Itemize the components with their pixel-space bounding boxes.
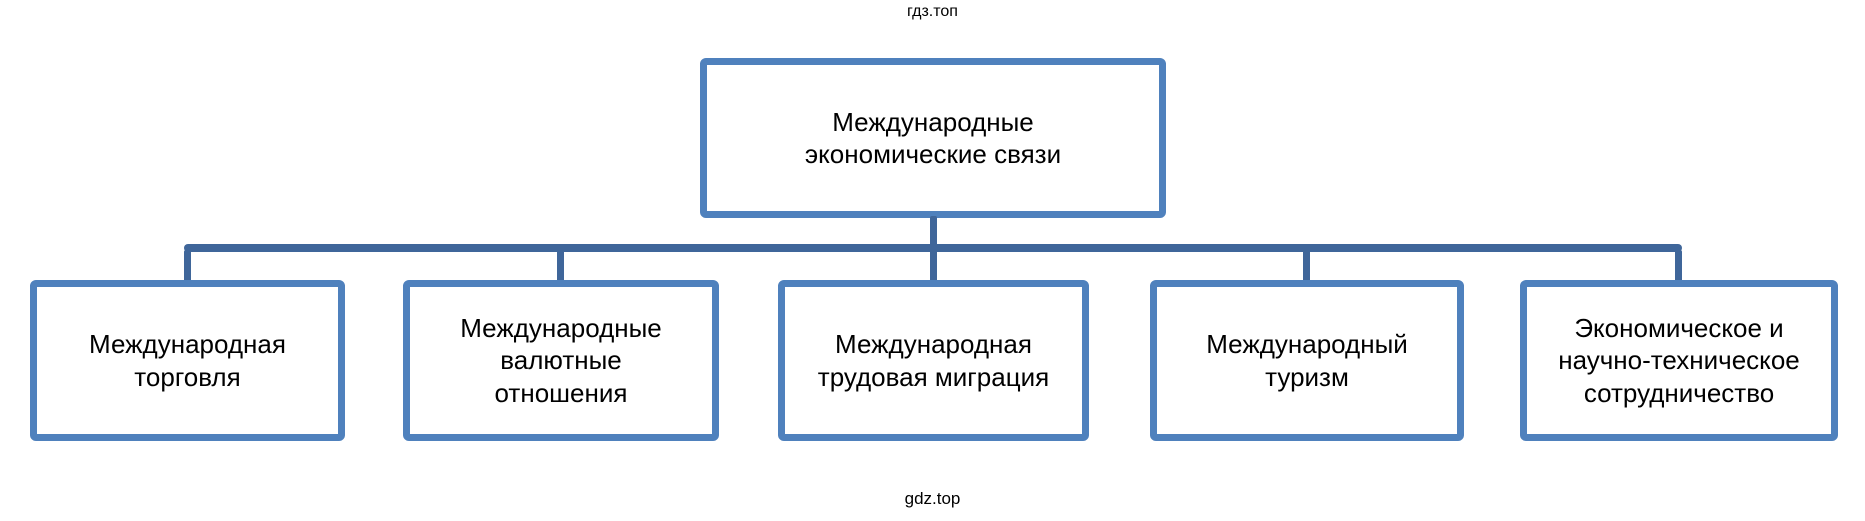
connector-stub-child-2 xyxy=(557,250,564,284)
node-root-international-economic-relations: Международные экономические связи xyxy=(700,58,1166,218)
node-child-international-currency-relations: Международные валютные отношения xyxy=(403,280,719,441)
node-child-5-label: Экономическое и научно-техническое сотру… xyxy=(1558,312,1800,408)
node-child-3-label: Международная трудовая миграция xyxy=(817,329,1050,392)
node-child-international-trade: Международная торговля xyxy=(30,280,345,441)
node-child-international-labor-migration: Международная трудовая миграция xyxy=(778,280,1089,441)
node-child-economic-scientific-technical-cooperation: Экономическое и научно-техническое сотру… xyxy=(1520,280,1838,441)
bottom-watermark: gdz.top xyxy=(904,489,961,508)
node-child-4-label: Международный туризм xyxy=(1206,329,1408,392)
connector-root-stub xyxy=(930,216,937,248)
connector-stub-child-3 xyxy=(930,250,937,284)
node-child-international-tourism: Международный туризм xyxy=(1150,280,1464,441)
connector-stub-child-4 xyxy=(1303,250,1310,284)
node-root-label: Международные экономические связи xyxy=(804,106,1062,170)
node-child-2-label: Международные валютные отношения xyxy=(460,312,662,408)
connector-stub-child-5 xyxy=(1675,250,1682,284)
node-child-1-label: Международная торговля xyxy=(89,329,286,392)
connector-stub-child-1 xyxy=(184,250,191,284)
top-watermark: гдз.топ xyxy=(907,3,958,20)
connector-horizontal-bus xyxy=(184,244,1682,252)
